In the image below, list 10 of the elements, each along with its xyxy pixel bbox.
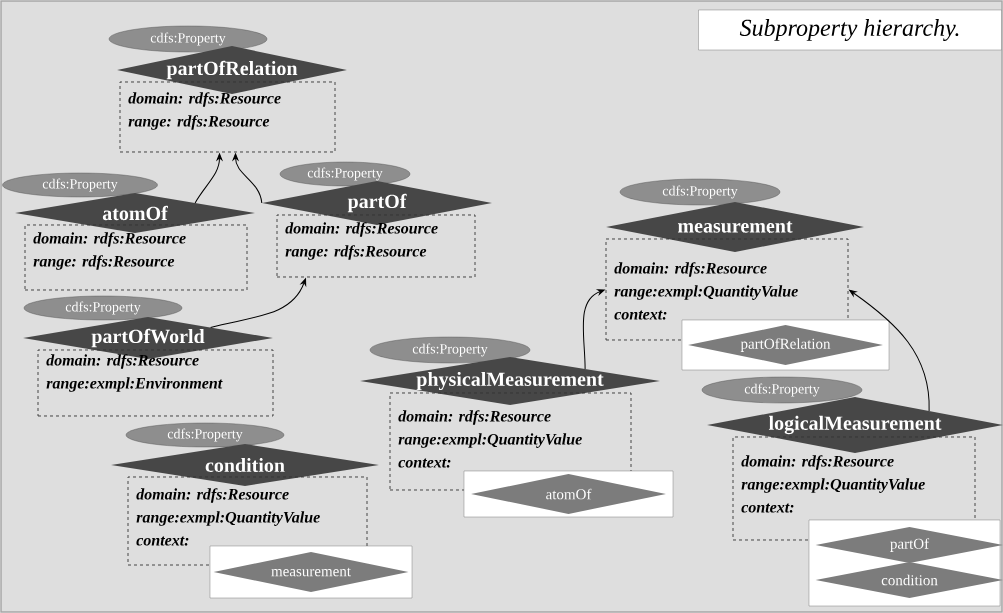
property-box: domain: rdfs:Resource range: rdfs:Resource (24, 224, 248, 291)
property-box: domain: rdfs:Resource range: rdfs:Resource (276, 214, 476, 278)
title-box: Subproperty hierarchy. (698, 9, 1002, 51)
arrow (210, 278, 307, 328)
arrow (849, 289, 930, 412)
arrow (194, 153, 223, 204)
arrow (232, 153, 263, 204)
arrow (582, 289, 605, 370)
property-box: domain: rdfs:Resource range: rdfs:Resource (119, 81, 336, 153)
property-box: domain: rdfs:Resource range:exmpl:Environment (37, 349, 274, 417)
